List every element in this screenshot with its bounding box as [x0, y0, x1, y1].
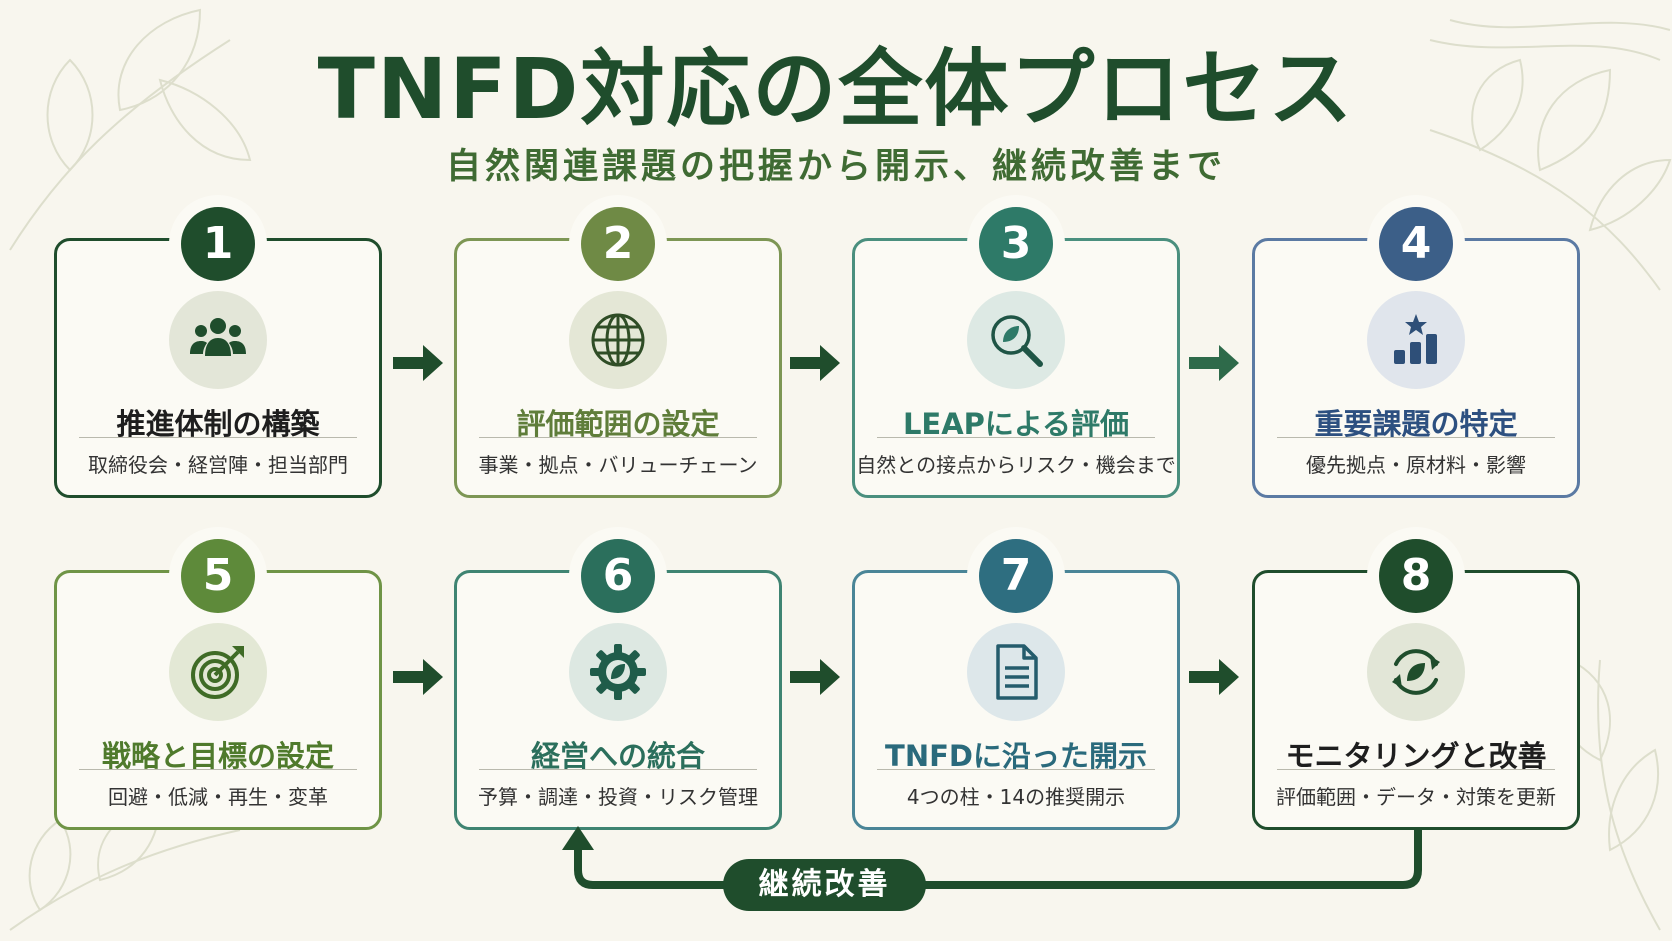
arrow-right-icon: [790, 345, 840, 381]
gear-leaf-icon: [590, 644, 646, 700]
icon-circle: [569, 623, 667, 721]
step-number-badge: 8: [1379, 539, 1453, 613]
people-icon: [190, 318, 246, 356]
icon-circle: [569, 291, 667, 389]
step-card-7: 7 TNFDに沿った開示 4つの柱・14の推奨開示: [852, 539, 1180, 830]
icon-circle: [169, 291, 267, 389]
continuous-improvement-label: 継続改善: [723, 859, 926, 911]
step-card-5: 5 戦略と目標の設定 回避・低減・再生・変革: [54, 539, 382, 830]
step-number-badge: 4: [1379, 207, 1453, 281]
step-description: 優先拠点・原材料・影響: [1306, 453, 1526, 477]
step-description: 回避・低減・再生・変革: [108, 785, 328, 809]
step-card-2: 2 評価範囲の設定 事業・拠点・バリューチェーン: [454, 207, 782, 498]
magnifier-leaf-icon: [991, 315, 1043, 367]
divider: [79, 437, 357, 438]
refresh-leaf-icon: [1392, 649, 1440, 695]
icon-circle: [967, 291, 1065, 389]
arrow-right-icon: [393, 345, 443, 381]
step-title: TNFDに沿った開示: [885, 739, 1147, 773]
page-title: TNFD対応の全体プロセス: [317, 40, 1355, 138]
divider: [877, 769, 1155, 770]
step-description: 4つの柱・14の推奨開示: [906, 785, 1126, 809]
step-number-badge: 3: [979, 207, 1053, 281]
page-subtitle: 自然関連課題の把握から開示、継続改善まで: [445, 147, 1226, 187]
step-description: 予算・調達・投資・リスク管理: [478, 785, 758, 809]
step-card-3: 3 LEAPによる評価 自然との接点からリスク・機会まで: [852, 207, 1180, 498]
step-description: 評価範囲・データ・対策を更新: [1276, 785, 1556, 809]
arrow-right-icon: [1189, 659, 1239, 695]
step-description: 事業・拠点・バリューチェーン: [478, 453, 758, 477]
leaf-decoration-top-left-icon: [9, 8, 252, 251]
divider: [79, 769, 357, 770]
step-card-6: 6 経営への統合 予算・調達・投資・リスク管理: [454, 539, 782, 830]
step-number-badge: 7: [979, 539, 1053, 613]
divider: [479, 437, 757, 438]
divider: [1277, 437, 1555, 438]
step-title: 評価範囲の設定: [516, 407, 720, 441]
step-number-badge: 5: [181, 539, 255, 613]
divider: [479, 769, 757, 770]
step-card-8: 8 モニタリングと改善 評価範囲・データ・対策を更新: [1252, 539, 1580, 830]
icon-circle: [1367, 623, 1465, 721]
step-number-badge: 6: [581, 539, 655, 613]
divider: [877, 437, 1155, 438]
step-title: LEAPによる評価: [902, 407, 1130, 441]
globe-icon: [591, 313, 645, 367]
step-title: 推進体制の構築: [116, 407, 320, 441]
step-number-badge: 2: [581, 207, 655, 281]
step-description: 自然との接点からリスク・機会まで: [856, 453, 1176, 477]
bar-chart-star-icon: [1394, 314, 1437, 364]
target-icon: [191, 646, 244, 699]
arrow-right-icon: [393, 659, 443, 695]
icon-circle: [1367, 291, 1465, 389]
loop-arrow-icon: [562, 826, 1422, 889]
step-number-badge: 1: [181, 207, 255, 281]
document-icon: [996, 644, 1038, 700]
icon-circle: [967, 623, 1065, 721]
divider: [1277, 769, 1555, 770]
step-card-4: 4 重要課題の特定 優先拠点・原材料・影響: [1252, 207, 1580, 498]
arrow-right-icon: [1189, 345, 1239, 381]
arrow-right-icon: [790, 659, 840, 695]
step-title: 経営への統合: [530, 739, 705, 773]
leaf-decoration-top-right-icon: [1429, 19, 1672, 291]
step-title: 重要課題の特定: [1314, 407, 1518, 441]
step-title: 戦略と目標の設定: [101, 739, 334, 773]
step-card-1: 1 推進体制の構築 取締役会・経営陣・担当部門: [54, 207, 382, 498]
icon-circle: [169, 623, 267, 721]
step-description: 取締役会・経営陣・担当部門: [88, 453, 348, 477]
step-title: モニタリングと改善: [1285, 739, 1547, 773]
